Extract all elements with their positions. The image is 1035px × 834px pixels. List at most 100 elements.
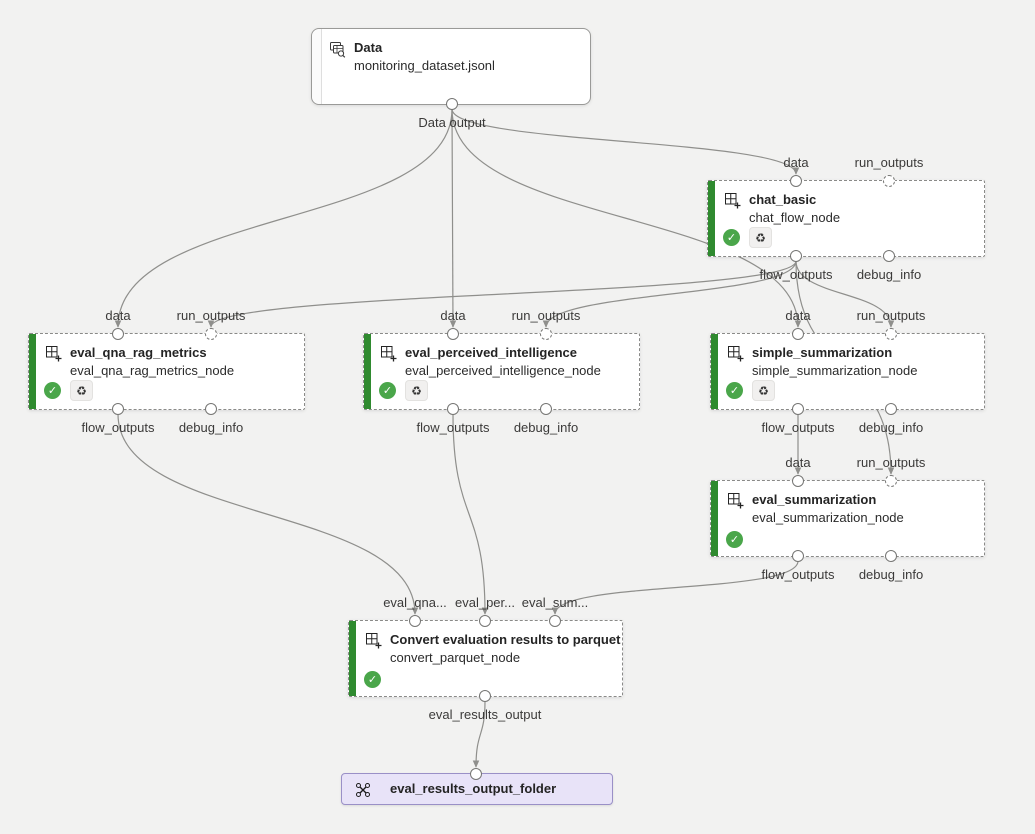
pipeline-output-icon: [354, 781, 372, 799]
port-circle[interactable]: [790, 175, 802, 187]
component-icon: [365, 632, 382, 649]
node-title: Convert evaluation results to parquet: [390, 632, 621, 647]
status-bar: [711, 334, 718, 409]
port-label: run_outputs: [856, 455, 926, 470]
port-circle[interactable]: [205, 403, 217, 415]
reused-icon: ♻: [70, 380, 93, 401]
port-label: Data output: [418, 115, 486, 130]
edge-data_node-output-to-chat_basic-data[interactable]: [451, 108, 800, 175]
port-circle[interactable]: [540, 328, 552, 340]
port-label: debug_info: [858, 567, 924, 582]
port-label: flow_outputs: [759, 267, 833, 282]
port-label: data: [440, 308, 466, 323]
node-subtitle: eval_summarization_node: [752, 510, 904, 525]
node-chat-basic[interactable]: chat_basic chat_flow_node ✓ ♻ data run_o…: [707, 155, 985, 282]
status-bar: [29, 334, 36, 409]
port-label: debug_info: [856, 267, 922, 282]
port-label: run_outputs: [854, 155, 924, 170]
port-circle[interactable]: [883, 250, 895, 262]
port-label: data: [785, 455, 811, 470]
port-circle[interactable]: [790, 250, 802, 262]
port-label: debug_info: [513, 420, 579, 435]
port-label: flow_outputs: [761, 420, 835, 435]
node-title: simple_summarization: [752, 345, 893, 360]
port-label: run_outputs: [176, 308, 246, 323]
edge-data_node-output-to-eval_perceived_intelligence-data[interactable]: [449, 108, 457, 328]
node-title: eval_qna_rag_metrics: [70, 345, 207, 360]
node-eval-summarization[interactable]: eval_summarization eval_summarization_no…: [710, 455, 985, 582]
reused-icon: ♻: [752, 380, 775, 401]
node-eval-results-output-folder[interactable]: eval_results_output_folder: [341, 768, 613, 805]
node-convert-parquet[interactable]: Convert evaluation results to parquet co…: [348, 595, 623, 722]
node-subtitle: eval_perceived_intelligence_node: [405, 363, 601, 378]
completed-icon: ✓: [726, 382, 743, 399]
edge-eval_qna_rag_metrics-flow_outputs-to-convert_parquet-eval_qna[interactable]: [117, 413, 419, 615]
port-circle[interactable]: [885, 403, 897, 415]
port-circle[interactable]: [885, 328, 897, 340]
status-bar: [349, 621, 356, 696]
port-circle[interactable]: [409, 615, 421, 627]
port-circle[interactable]: [792, 475, 804, 487]
port-circle[interactable]: [883, 175, 895, 187]
port-circle[interactable]: [447, 403, 459, 415]
node-subtitle: convert_parquet_node: [390, 650, 521, 665]
completed-icon: ✓: [723, 229, 740, 246]
completed-icon: ✓: [379, 382, 396, 399]
port-circle[interactable]: [205, 328, 217, 340]
node-eval-qna-rag-metrics[interactable]: eval_qna_rag_metrics eval_qna_rag_metric…: [28, 308, 305, 435]
component-icon: [727, 492, 744, 509]
port-label: run_outputs: [856, 308, 926, 323]
port-label: flow_outputs: [416, 420, 490, 435]
node-title: chat_basic: [749, 192, 817, 207]
port-circle[interactable]: [446, 98, 458, 110]
port-label: data: [785, 308, 811, 323]
dataset-icon: [328, 40, 346, 58]
port-label: run_outputs: [511, 308, 581, 323]
completed-icon: ✓: [44, 382, 61, 399]
reused-icon: ♻: [405, 380, 428, 401]
reused-icon: ♻: [749, 227, 772, 248]
node-eval-perceived-intelligence[interactable]: eval_perceived_intelligence eval_perceiv…: [363, 308, 640, 435]
node-subtitle: chat_flow_node: [749, 210, 841, 225]
port-circle[interactable]: [792, 550, 804, 562]
port-label: eval_per...: [455, 595, 515, 610]
completed-icon: ✓: [726, 531, 743, 548]
port-circle[interactable]: [112, 328, 124, 340]
component-icon: [380, 345, 397, 362]
node-title: Data: [354, 40, 383, 55]
edge-chat_basic-flow_outputs-to-eval_perceived_intelligence-run_outputs[interactable]: [542, 260, 797, 328]
port-circle[interactable]: [792, 328, 804, 340]
edge-data_node-output-to-eval_qna_rag_metrics-data[interactable]: [114, 108, 453, 328]
port-circle[interactable]: [470, 768, 482, 780]
component-icon: [724, 192, 741, 209]
node-subtitle: eval_qna_rag_metrics_node: [70, 363, 235, 378]
port-circle[interactable]: [885, 550, 897, 562]
port-circle[interactable]: [792, 403, 804, 415]
component-icon: [727, 345, 744, 362]
component-icon: [45, 345, 62, 362]
port-label: data: [783, 155, 809, 170]
port-circle[interactable]: [447, 328, 459, 340]
port-circle[interactable]: [885, 475, 897, 487]
port-label: debug_info: [178, 420, 244, 435]
status-bar: [711, 481, 718, 556]
port-circle[interactable]: [540, 403, 552, 415]
port-circle[interactable]: [479, 615, 491, 627]
node-simple-summarization[interactable]: simple_summarization simple_summarizatio…: [710, 308, 985, 435]
node-subtitle: simple_summarization_node: [752, 363, 918, 378]
edge-eval_perceived_intelligence-flow_outputs-to-convert_parquet-eval_per[interactable]: [452, 413, 489, 615]
node-title: eval_perceived_intelligence: [405, 345, 577, 360]
port-label: data: [105, 308, 131, 323]
port-circle[interactable]: [112, 403, 124, 415]
edge-chat_basic-flow_outputs-to-eval_qna_rag_metrics-run_outputs[interactable]: [207, 260, 797, 328]
port-label: eval_results_output: [428, 707, 542, 722]
port-label: flow_outputs: [81, 420, 155, 435]
port-circle[interactable]: [549, 615, 561, 627]
port-circle[interactable]: [479, 690, 491, 702]
node-data[interactable]: Data monitoring_dataset.jsonl Data outpu…: [311, 28, 591, 130]
port-label: eval_qna...: [383, 595, 447, 610]
node-title: eval_results_output_folder: [390, 781, 557, 796]
port-label: eval_sum...: [521, 595, 589, 610]
status-bar: [364, 334, 371, 409]
